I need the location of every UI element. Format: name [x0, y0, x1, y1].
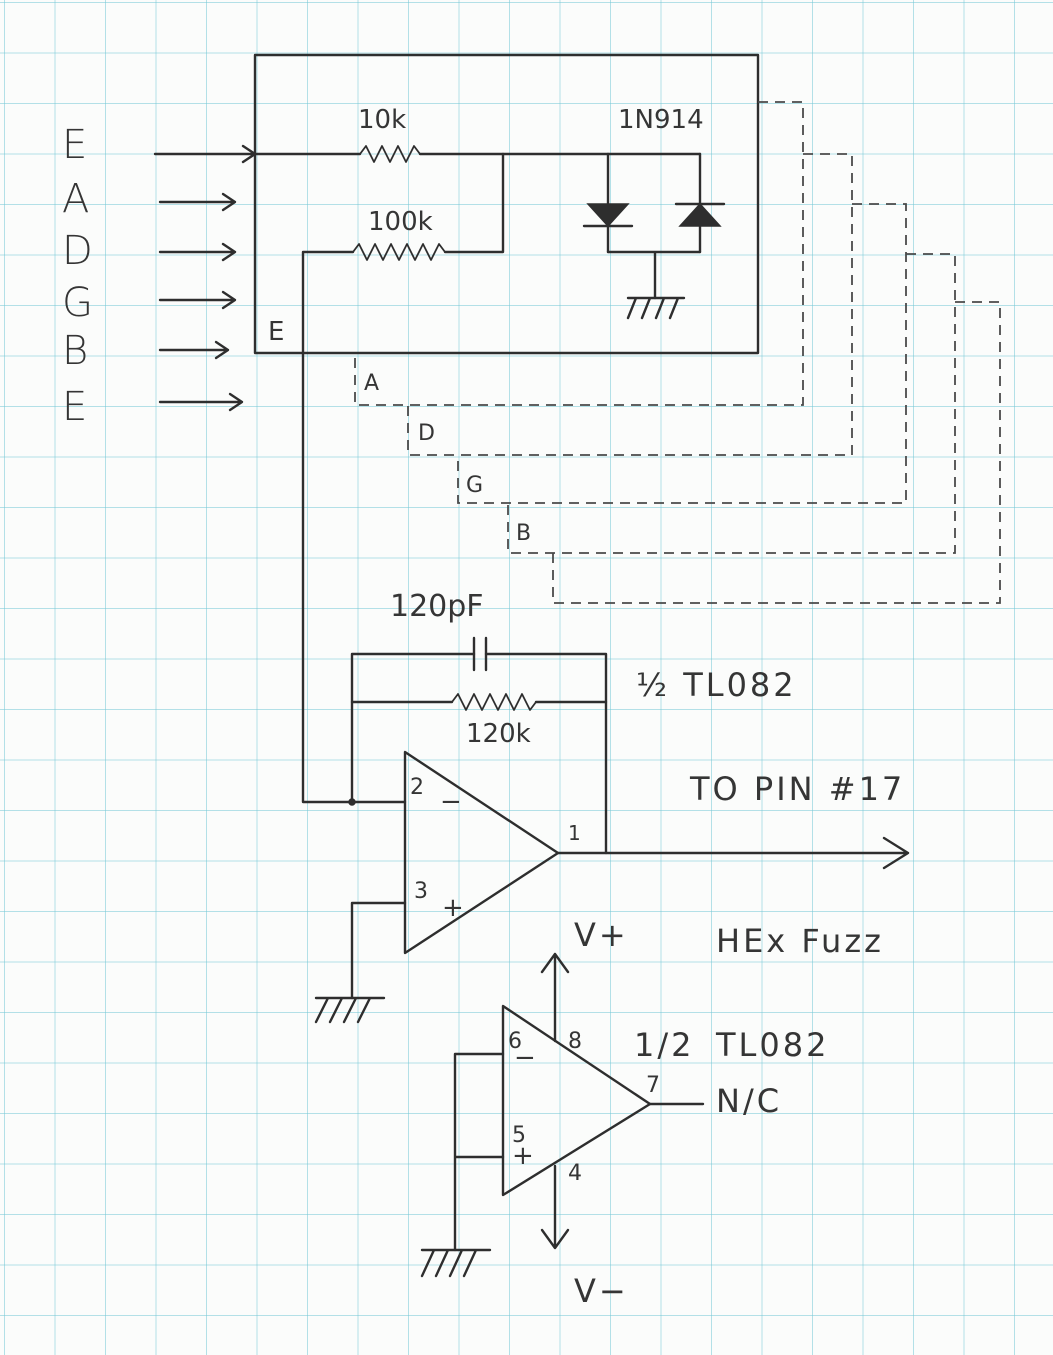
input-label-e-low: E [62, 122, 87, 168]
input-arrow-g [158, 290, 237, 310]
opamp2-pin8-label: 8 [568, 1029, 582, 1054]
input-arrow-d [158, 242, 237, 262]
opamp2-output-note: N/C [716, 1082, 782, 1120]
resistor-100k-label: 100k [368, 207, 433, 237]
opamp2-pin7-label: 7 [646, 1073, 660, 1098]
wire-mix-bus [301, 351, 407, 804]
dashed-box-label-d: D [418, 421, 435, 446]
input-label-d: D [62, 228, 93, 274]
input-arrow-a [158, 192, 237, 212]
input-label-b: B [62, 328, 88, 374]
wire-opamp2-inputs [453, 1052, 505, 1252]
dashed-box-e [552, 301, 1001, 604]
opamp2-symbol [501, 1004, 652, 1197]
wire-100k-to-mixbus [301, 250, 355, 355]
diode-right-symbol [678, 202, 722, 227]
opamp2-pin6-label: 6 [508, 1029, 522, 1054]
wire-node-down-to-100k [443, 152, 505, 254]
input-arrow-e-low [153, 144, 257, 164]
dashed-box-label-b: B [516, 521, 531, 546]
circuit-title: HEx Fuzz [716, 922, 884, 960]
dashed-box-label-a: A [364, 371, 379, 396]
resistor-10k-symbol [359, 145, 421, 163]
input-arrow-b [158, 340, 230, 360]
opamp1-pin1-label: 1 [568, 821, 581, 845]
capacitor-120pf-label: 120pF [390, 589, 484, 624]
input-arrows [153, 144, 257, 412]
clipper-box-corner-label: E [268, 317, 284, 347]
ground-clipper-icon [626, 296, 686, 320]
input-label-a: A [62, 176, 89, 222]
input-label-g: G [62, 280, 93, 326]
opamp2-minus-sign: − [514, 1043, 536, 1073]
dashed-box-a [354, 101, 804, 406]
opamp2-pin4-label: 4 [568, 1161, 582, 1186]
unused-opamp-stage: 6 − 5 + 7 8 4 N/C V+ V− 1/2 TL082 [420, 916, 829, 1310]
diode-part-label: 1N914 [618, 105, 704, 135]
input-label-e-high: E [62, 384, 87, 430]
opamp2-part-name: TL082 [715, 1026, 829, 1064]
string-input-labels: E A D G B E [62, 122, 93, 430]
clipper-box-outline [253, 53, 760, 355]
supply-vminus-arrow-icon [540, 1164, 570, 1250]
output-note: TO PIN #17 [689, 770, 905, 808]
ground-opamp2-icon [420, 1248, 492, 1278]
opamp1-part-label: ½ TL082 [636, 666, 797, 704]
wire-cap-feedback [350, 652, 608, 855]
opamp2-plus-sign: + [512, 1141, 534, 1171]
supply-vplus-arrow-icon [540, 952, 570, 1043]
wire-output [556, 836, 910, 870]
mixer-stage: 120pF 120k ½ TL082 2 − 3 + 1 TO PIN #17 [301, 351, 910, 1024]
opamp1-symbol [403, 750, 560, 955]
opamp2-pin5-label: 5 [512, 1123, 526, 1148]
resistor-120k-symbol [451, 693, 537, 711]
wire-diode-common [606, 250, 702, 300]
dashed-box-d [407, 153, 853, 456]
dashed-box-label-g: G [466, 473, 483, 498]
resistor-100k-symbol [352, 243, 446, 261]
diode-left-symbol [586, 203, 630, 228]
opamp1-pin3-label: 3 [414, 879, 428, 904]
supply-vplus-label: V+ [574, 916, 629, 954]
resistor-120k-label: 120k [466, 719, 531, 749]
wire-opamp1-ground [350, 901, 407, 1000]
resistor-10k-label: 10k [358, 105, 406, 135]
opamp1-plus-sign: + [442, 893, 464, 923]
opamp1-minus-sign: − [440, 787, 462, 817]
opamp2-part-fraction: 1/2 [634, 1026, 695, 1064]
dashed-box-g [457, 203, 907, 504]
supply-vminus-label: V− [574, 1272, 629, 1310]
dashed-box-b [507, 253, 956, 554]
input-arrow-e-high [158, 392, 244, 412]
ground-opamp1-icon [314, 996, 386, 1024]
opamp1-pin2-label: 2 [410, 775, 424, 800]
clipper-box: E 10k 100k 1N914 [253, 53, 760, 355]
capacitor-120pf-symbol [472, 636, 488, 672]
dashed-string-boxes: A D G B [354, 101, 1001, 604]
